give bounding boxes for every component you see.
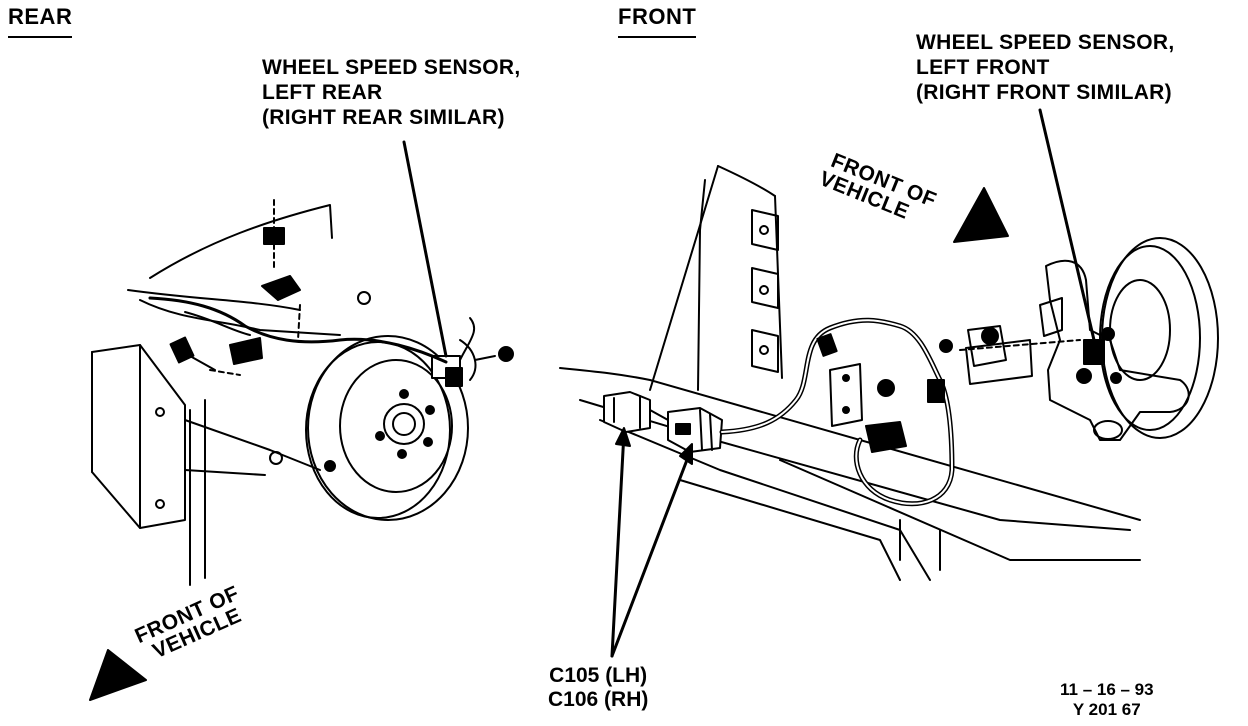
- rear-arm-clip: [229, 337, 263, 365]
- connector-c106-detail: [699, 409, 713, 451]
- front-harness-clip-1: [816, 333, 838, 357]
- rear-top-bolt-head: [263, 227, 285, 245]
- rear-direction-arrow: [89, 649, 147, 701]
- rear-sensor-label-line2: LEFT REAR: [262, 81, 383, 104]
- front-assembly: [559, 165, 1219, 581]
- front-sensor-harness-core: [721, 319, 953, 505]
- c106-leader: [610, 450, 692, 658]
- front-frame-rail-bottom: [599, 419, 931, 581]
- connector-c106: [667, 407, 723, 453]
- front-apron-panels: [751, 209, 779, 373]
- rear-frame-rail: [139, 299, 341, 336]
- rear-lug-1: [399, 389, 409, 399]
- rear-sensor-leader: [402, 140, 448, 358]
- rear-rotor: [307, 335, 469, 521]
- rear-brake-line-2: [184, 311, 251, 336]
- rear-bracket-face: [91, 344, 141, 529]
- figure-date: 11 – 16 – 93: [1060, 680, 1154, 699]
- front-apron-hole-2: [759, 285, 769, 295]
- c105-leader-head: [615, 427, 631, 447]
- rear-sensor-body: [445, 367, 463, 387]
- rear-dash-1: [297, 304, 301, 341]
- rear-hub-center: [392, 412, 416, 436]
- front-knuckle-lower: [1093, 420, 1123, 440]
- front-sensor-label-line2: LEFT FRONT: [916, 56, 1050, 79]
- rear-sensor-nut: [498, 346, 514, 362]
- front-bolt-b: [981, 327, 999, 345]
- front-rotor-hub: [1109, 279, 1171, 381]
- front-frame-drop: [899, 519, 941, 571]
- rear-lug-3: [423, 437, 433, 447]
- connector-c105-label: C105 (LH): [549, 664, 648, 687]
- connector-c106-tab: [675, 423, 691, 435]
- connector-c105: [603, 391, 651, 433]
- front-harness-bracket: [829, 363, 863, 427]
- rear-sensor-bolt: [474, 355, 496, 361]
- connector-c105-detail: [613, 395, 641, 429]
- front-sensor-bolt-2: [1076, 368, 1092, 384]
- front-sensor-label: WHEEL SPEED SENSOR, LEFT FRONT (RIGHT FR…: [916, 30, 1175, 105]
- front-sensor-label-line1: WHEEL SPEED SENSOR,: [916, 31, 1175, 54]
- rear-arm-lower: [189, 399, 206, 586]
- figure-id: Y 201 67: [1072, 700, 1141, 719]
- rear-body-line: [127, 289, 301, 311]
- front-harness-to-rail: [649, 409, 669, 421]
- rear-sensor-label: WHEEL SPEED SENSOR, LEFT REAR (RIGHT REA…: [262, 55, 521, 130]
- front-sensor-bolt: [1101, 327, 1115, 341]
- front-bolt-a: [939, 339, 953, 353]
- front-sensor-bolt-3: [1110, 372, 1122, 384]
- rear-assembly: [91, 199, 514, 586]
- front-apron-top: [717, 165, 776, 197]
- front-wheel-speed-sensor: [1083, 339, 1105, 365]
- front-apron-hole-1: [759, 225, 769, 235]
- rear-left-bolt: [189, 355, 216, 371]
- front-rotor-face: [1099, 245, 1201, 431]
- front-frame-rail-top: [559, 367, 1141, 521]
- front-apron-inner: [697, 179, 706, 391]
- rear-lug-4: [397, 449, 407, 459]
- front-frame-rail-lower: [679, 479, 901, 581]
- front-bracket-nut: [877, 379, 895, 397]
- rear-header: REAR: [8, 4, 73, 38]
- rear-bracket-bolt-2: [155, 499, 165, 509]
- connector-codes: C105 (LH) C106 (RH): [548, 664, 648, 712]
- rear-control-arm: [184, 419, 321, 476]
- front-direction-arrow: [953, 187, 1009, 243]
- rear-rotor-inner: [339, 359, 453, 493]
- rear-stud-3: [324, 460, 336, 472]
- rear-stud-1: [357, 291, 371, 305]
- rear-sensor-label-line3: (RIGHT REAR SIMILAR): [262, 106, 505, 129]
- connector-c106-label: C106 (RH): [548, 688, 649, 711]
- rear-brake-line: [148, 296, 448, 364]
- rear-bracket: [91, 344, 186, 529]
- c105-leader: [610, 430, 626, 658]
- rear-lug-2: [425, 405, 435, 415]
- rear-sensor-label-line1: WHEEL SPEED SENSOR,: [262, 56, 521, 79]
- rear-lug-5: [375, 431, 385, 441]
- front-bracket-bolt-2: [842, 406, 850, 414]
- front-sensor-label-line3: (RIGHT FRONT SIMILAR): [916, 81, 1172, 104]
- front-knuckle-arm: [1039, 297, 1063, 337]
- front-apron-left: [649, 165, 719, 391]
- rear-dash-2: [209, 369, 241, 376]
- front-harness-plug: [865, 421, 907, 453]
- c106-leader-head: [679, 443, 693, 465]
- rear-left-bolt-head: [169, 336, 195, 364]
- rear-bracket-bolt-1: [155, 407, 165, 417]
- front-apron-hole-3: [759, 345, 769, 355]
- front-clip-b: [965, 339, 1033, 385]
- rear-stud-2: [269, 451, 283, 465]
- front-header: FRONT: [618, 4, 697, 38]
- rear-top-clip: [261, 275, 301, 301]
- front-rotor: [1101, 237, 1219, 439]
- rear-rotor-back: [305, 341, 451, 519]
- front-frame-crossmember: [779, 459, 1141, 561]
- rear-body-panel: [149, 204, 333, 279]
- rear-hub: [383, 403, 425, 445]
- figure-code: 11 – 16 – 93 Y 201 67: [1060, 680, 1154, 720]
- front-bracket-bolt-1: [842, 374, 850, 382]
- front-sensor-leader: [1038, 108, 1096, 342]
- front-harness-clip-2: [927, 379, 945, 403]
